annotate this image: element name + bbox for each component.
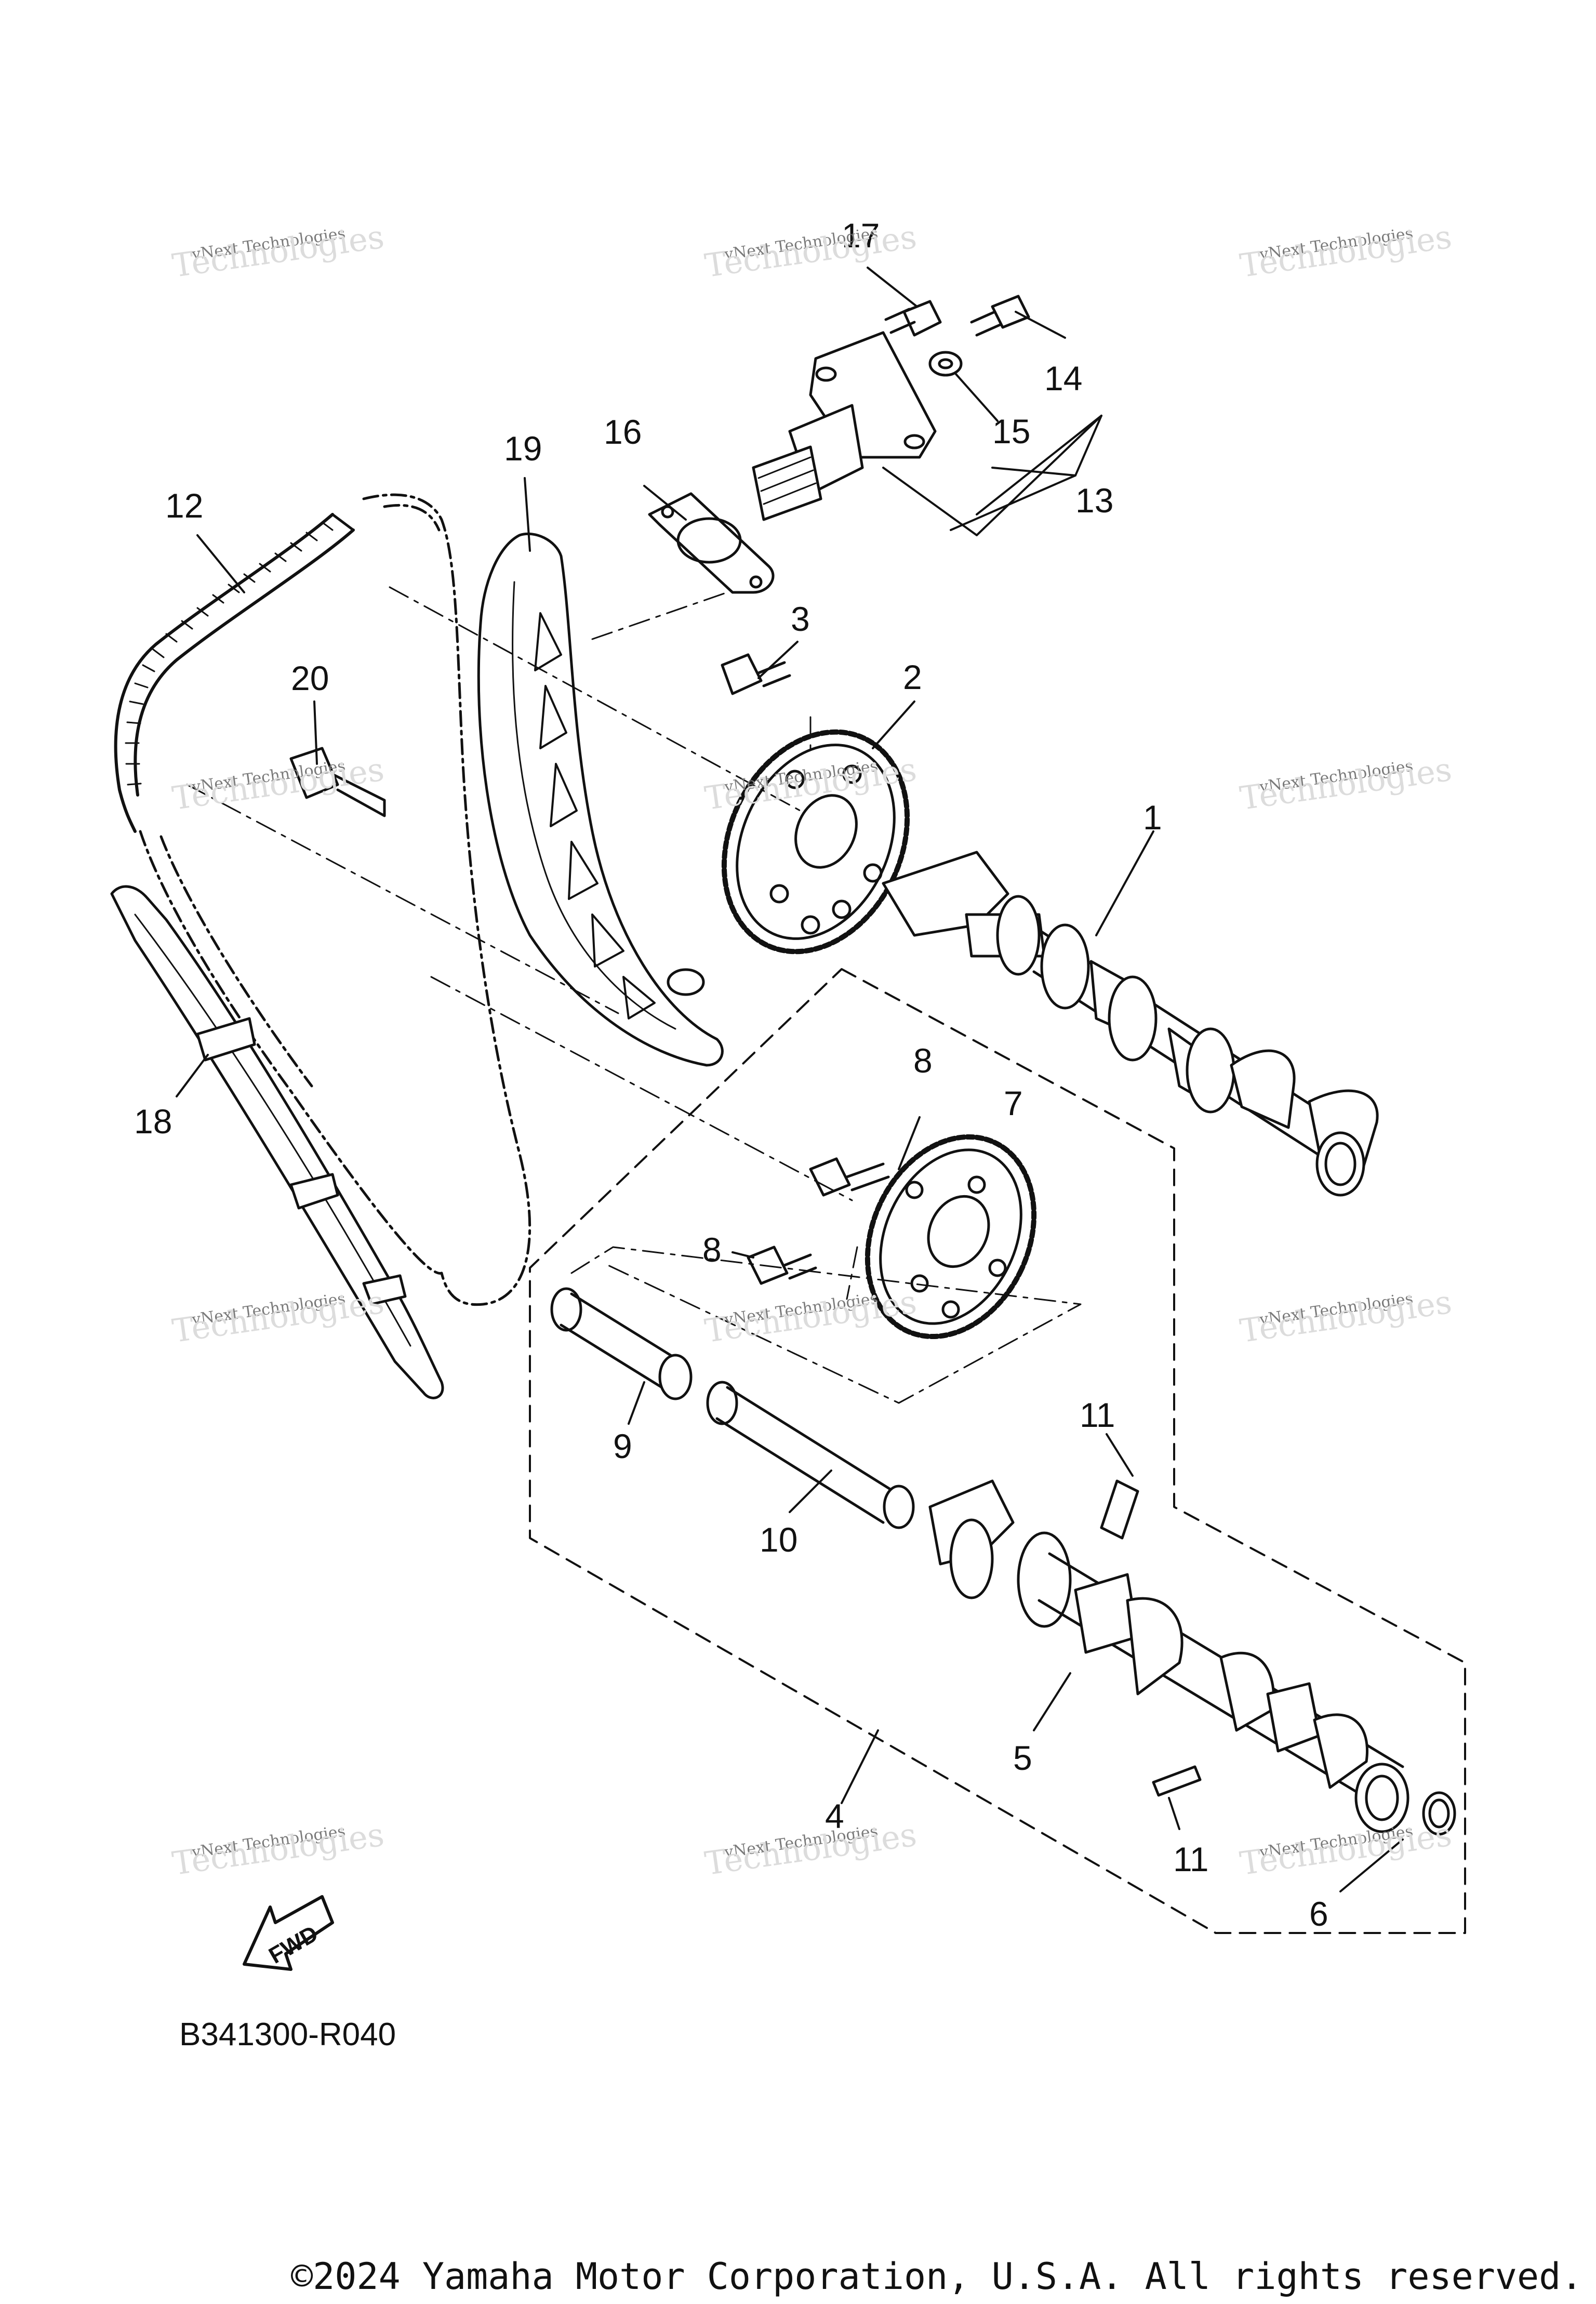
callout-20: 20 [291, 659, 329, 697]
callout-8-upper: 8 [913, 1041, 933, 1080]
assembly-boundary-part-4 [529, 968, 1466, 1934]
callout-15: 15 [992, 412, 1031, 451]
callout-6: 6 [1309, 1895, 1328, 1933]
fwd-arrow-icon [243, 1895, 334, 1971]
bolt-part-8-lower [747, 1246, 817, 1285]
shaft-part-9 [550, 1287, 693, 1400]
callout-9: 9 [613, 1427, 632, 1465]
timing-chain-part-12 [114, 493, 531, 1306]
callout-5: 5 [1013, 1739, 1032, 1777]
pin-part-11-lower [1152, 1765, 1202, 1797]
shaft-part-10 [706, 1381, 915, 1529]
gasket-part-16 [648, 492, 775, 594]
alignment-lines [186, 586, 1082, 1404]
bolt-part-17 [884, 300, 942, 337]
tensioner-guide-part-19 [477, 532, 724, 1067]
seal-part-6 [1422, 1791, 1456, 1836]
callout-17: 17 [842, 216, 880, 255]
bolt-part-14 [970, 295, 1030, 337]
camshaft-part-5 [928, 1479, 1409, 1833]
camshaft-part-1 [882, 851, 1379, 1197]
callout-13: 13 [1075, 481, 1114, 520]
callout-3: 3 [791, 600, 810, 638]
callout-19: 19 [504, 429, 542, 468]
callout-4: 4 [825, 1797, 844, 1835]
callout-11-lower: 11 [1173, 1840, 1209, 1878]
tensioner-assembly-part-13 [752, 331, 937, 521]
callout-1: 1 [1143, 798, 1162, 837]
callout-18: 18 [134, 1102, 172, 1141]
callout-16: 16 [604, 413, 642, 451]
bolt-part-8-upper [809, 1157, 890, 1197]
callout-12: 12 [165, 486, 204, 525]
bolt-part-20 [289, 747, 386, 817]
chain-guide-part-18 [110, 885, 444, 1399]
callout-2: 2 [903, 658, 922, 696]
callout-7: 7 [1004, 1084, 1023, 1122]
diagram-code: B341300-R040 [179, 2017, 396, 2053]
washer-part-15 [928, 351, 963, 377]
bolt-part-3 [721, 653, 791, 695]
copyright-notice: ©2024 Yamaha Motor Corporation, U.S.A. A… [291, 2255, 1583, 2298]
camshaft-sprocket-part-2 [721, 729, 910, 955]
leader-lines [176, 267, 1404, 1892]
callout-10: 10 [760, 1520, 798, 1559]
callout-11-upper: 11 [1080, 1396, 1115, 1434]
sprocket-part-7 [864, 1134, 1037, 1340]
pin-part-11-upper [1100, 1479, 1139, 1540]
callout-14: 14 [1044, 359, 1083, 398]
callout-8-lower: 8 [702, 1230, 722, 1269]
